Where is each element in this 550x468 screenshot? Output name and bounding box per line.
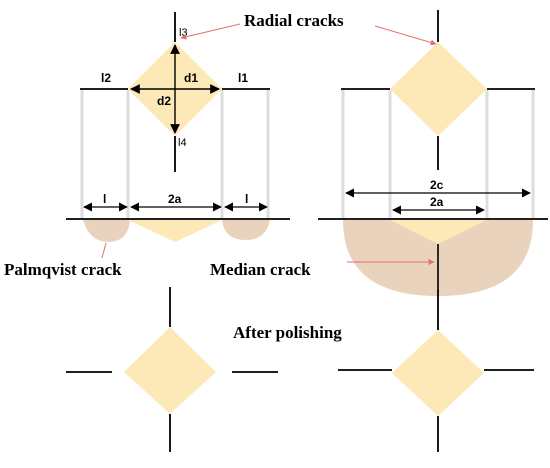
label-l-left: l <box>103 192 106 206</box>
radial-pointer-right <box>374 25 437 46</box>
palmqvist-crack-label: Palmqvist crack <box>4 260 122 279</box>
palmqvist-crack-zone-right <box>222 220 270 240</box>
palmqvist-pointer <box>101 242 107 259</box>
label-2c: 2c <box>430 178 444 192</box>
radial-pointer-left <box>180 23 241 40</box>
label-l2: l2 <box>101 71 111 85</box>
guide-lines-left <box>80 90 270 218</box>
label-2a-right: 2a <box>430 195 444 209</box>
palmqvist-cross-section: l 2a l <box>66 192 290 242</box>
indent-diamond-bottom-left <box>124 327 216 414</box>
label-l3: l3 <box>179 27 188 39</box>
after-polishing-label: After polishing <box>233 323 342 342</box>
palmqvist-top-view: l3 l4 l2 l1 d1 d2 <box>80 12 270 218</box>
indent-diamond-bottom-right <box>392 330 484 416</box>
indent-profile-right <box>390 220 487 244</box>
label-2a-left: 2a <box>168 192 182 206</box>
palmqvist-crack-zone-left <box>83 220 130 242</box>
median-crack-label: Median crack <box>210 260 311 279</box>
label-l1: l1 <box>238 71 248 85</box>
label-l4: l4 <box>178 137 187 149</box>
radial-cracks-callout: Radial cracks <box>180 11 437 46</box>
indent-diamond-top-right <box>390 42 487 136</box>
polished-median-view <box>338 290 534 452</box>
label-d2: d2 <box>157 94 171 108</box>
median-cross-section: 2c 2a <box>318 178 548 296</box>
polished-palmqvist-view <box>66 287 278 452</box>
label-l-right: l <box>245 192 248 206</box>
radial-cracks-label: Radial cracks <box>244 11 344 30</box>
indent-profile-left <box>128 220 222 242</box>
label-d1: d1 <box>184 71 198 85</box>
